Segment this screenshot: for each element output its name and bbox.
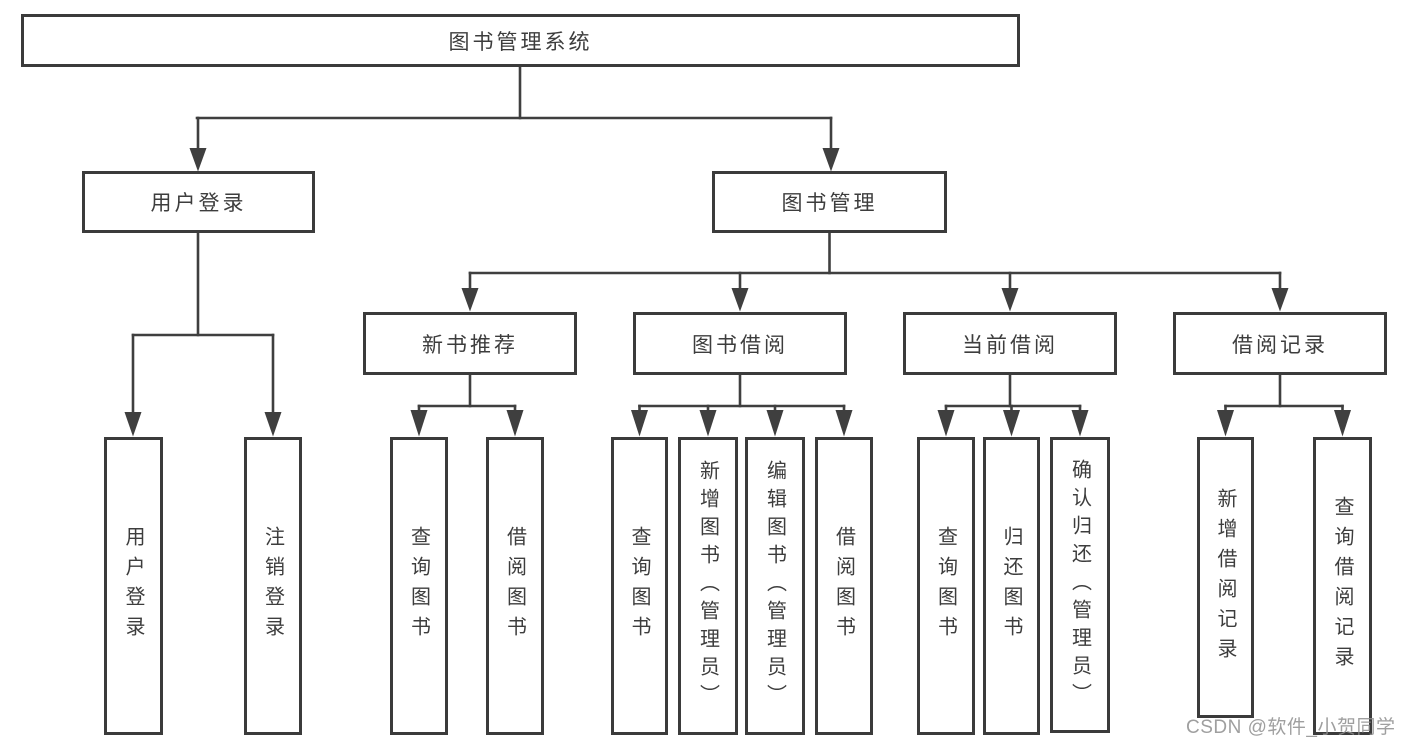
node-label: 借阅图书 bbox=[832, 526, 855, 646]
node-label: 当前借阅 bbox=[962, 333, 1058, 357]
node-book-management-branch: 图书管理 bbox=[712, 171, 947, 233]
leaf-confirm-return-admin: 确认归还（管理员） bbox=[1050, 437, 1110, 733]
node-label: 查询图书 bbox=[934, 526, 957, 646]
node-label: 图书管理 bbox=[781, 192, 878, 215]
node-borrow-records: 借阅记录 bbox=[1173, 312, 1387, 375]
node-label: 新增借阅记录 bbox=[1214, 487, 1236, 668]
connector-root-to-level2 bbox=[189, 64, 840, 172]
leaf-query-borrow-record: 查询借阅记录 bbox=[1313, 437, 1372, 735]
node-user-login-branch: 用户登录 bbox=[82, 171, 315, 233]
node-label: 查询借阅记录 bbox=[1331, 496, 1353, 676]
node-current-borrowing: 当前借阅 bbox=[903, 312, 1117, 375]
connector-group-current-children bbox=[937, 372, 1089, 437]
csdn-watermark: CSDN @软件_小贺同学 bbox=[1186, 717, 1396, 738]
leaf-query-books-recommend: 查询图书 bbox=[390, 437, 448, 735]
connector-group-borrow-children bbox=[631, 372, 853, 437]
connector-group-records-children bbox=[1217, 372, 1351, 437]
node-label: 借阅记录 bbox=[1232, 333, 1328, 357]
leaf-query-books-current: 查询图书 bbox=[917, 437, 975, 735]
leaf-add-borrow-record: 新增借阅记录 bbox=[1197, 437, 1254, 718]
connector-mgmt-groups bbox=[461, 230, 1289, 312]
node-label: 确认归还（管理员） bbox=[1068, 459, 1091, 711]
node-label: 编辑图书（管理员） bbox=[763, 460, 786, 712]
node-label: 归还图书 bbox=[1000, 526, 1022, 646]
node-new-book-recommend: 新书推荐 bbox=[363, 312, 577, 375]
node-label: 用户登录 bbox=[150, 192, 247, 215]
node-label: 用户登录 bbox=[122, 526, 144, 646]
connector-group-newbooks-children bbox=[410, 372, 524, 437]
node-book-borrowing: 图书借阅 bbox=[633, 312, 847, 375]
leaf-user-login: 用户登录 bbox=[104, 437, 163, 735]
node-label: 查询图书 bbox=[628, 526, 650, 646]
node-label: 注销登录 bbox=[261, 526, 284, 646]
node-label: 新书推荐 bbox=[422, 333, 518, 357]
node-label: 借阅图书 bbox=[503, 526, 526, 646]
node-label: 新增图书（管理员） bbox=[696, 460, 719, 712]
leaf-query-books-borrow: 查询图书 bbox=[611, 437, 668, 735]
leaf-borrow-books: 借阅图书 bbox=[815, 437, 873, 735]
node-label: 图书管理系统 bbox=[448, 30, 593, 54]
leaf-borrow-books-recommend: 借阅图书 bbox=[486, 437, 544, 735]
node-label: 查询图书 bbox=[407, 526, 430, 646]
node-system-root: 图书管理系统 bbox=[21, 14, 1020, 67]
node-label: 图书借阅 bbox=[692, 333, 788, 357]
connector-login-children bbox=[124, 230, 282, 437]
leaf-return-books: 归还图书 bbox=[983, 437, 1040, 735]
leaf-add-books-admin: 新增图书（管理员） bbox=[678, 437, 738, 735]
leaf-logout: 注销登录 bbox=[244, 437, 302, 735]
leaf-edit-books-admin: 编辑图书（管理员） bbox=[745, 437, 805, 735]
